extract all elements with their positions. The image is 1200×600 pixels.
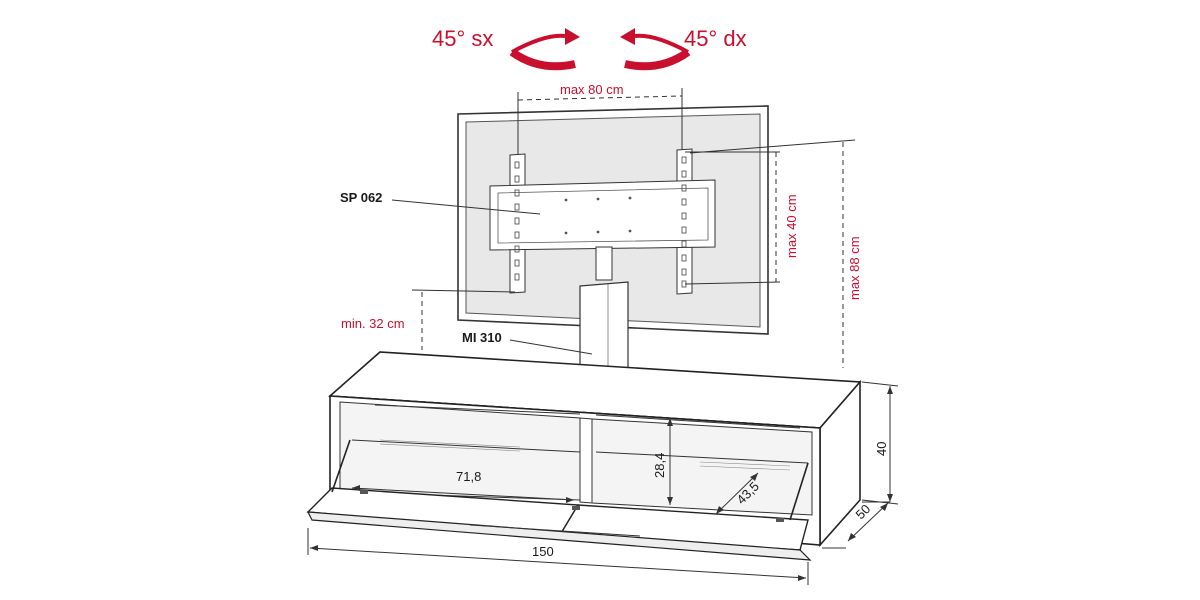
dim-max-bracket-height-label: max 40 cm — [784, 194, 799, 258]
dim-min-screen-height-label: min. 32 cm — [341, 316, 405, 331]
dim-cabinet-height-label: 40 — [874, 442, 889, 456]
dim-interior-height-label: 28,4 — [652, 453, 667, 478]
rotation-left-label: 45° sx — [432, 26, 493, 51]
dim-max-total-height — [689, 139, 856, 368]
dim-interior-height — [667, 418, 673, 505]
dim-max-width-label: max 80 cm — [560, 82, 624, 97]
rotation-right-label: 45° dx — [684, 26, 747, 51]
dim-min-screen-height — [411, 289, 516, 350]
dim-max-width — [517, 88, 683, 155]
dim-cabinet-width-label: 150 — [532, 544, 554, 559]
dim-cabinet-depth — [822, 501, 890, 549]
stand-code-label: MI 310 — [462, 330, 502, 345]
dim-max-total-height-label: max 88 cm — [847, 236, 862, 300]
stand-leader-line — [509, 339, 593, 355]
dim-interior-width — [351, 485, 575, 503]
dim-cabinet-width — [307, 528, 809, 585]
dim-interior-depth — [715, 472, 759, 515]
dim-cabinet-height — [861, 381, 899, 505]
wall-bracket — [489, 148, 716, 295]
rotation-arrow-right-icon — [620, 28, 691, 71]
dim-interior-width-label: 71,8 — [456, 469, 481, 484]
rotation-arrow-left-icon — [509, 28, 580, 71]
bracket-leader-line — [391, 199, 541, 215]
bracket-code-label: SP 062 — [340, 190, 382, 205]
tv-cabinet — [306, 351, 862, 561]
